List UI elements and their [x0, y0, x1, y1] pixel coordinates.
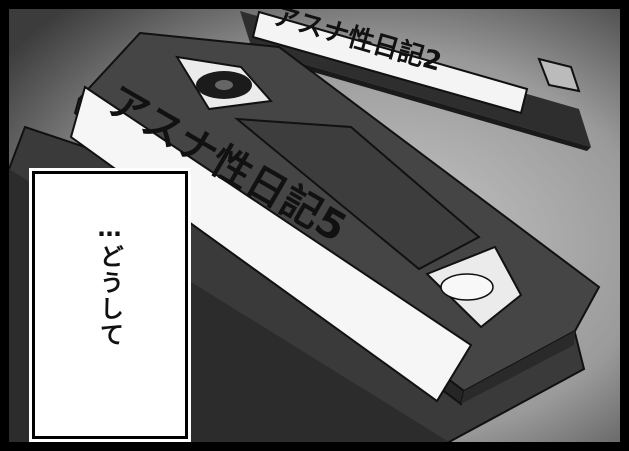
narration-box: …どうして: [32, 171, 188, 439]
tape-back-label-strip: [251, 10, 529, 115]
tape-front-label-strip: [69, 85, 473, 403]
narration-text: …どうして: [95, 214, 124, 348]
